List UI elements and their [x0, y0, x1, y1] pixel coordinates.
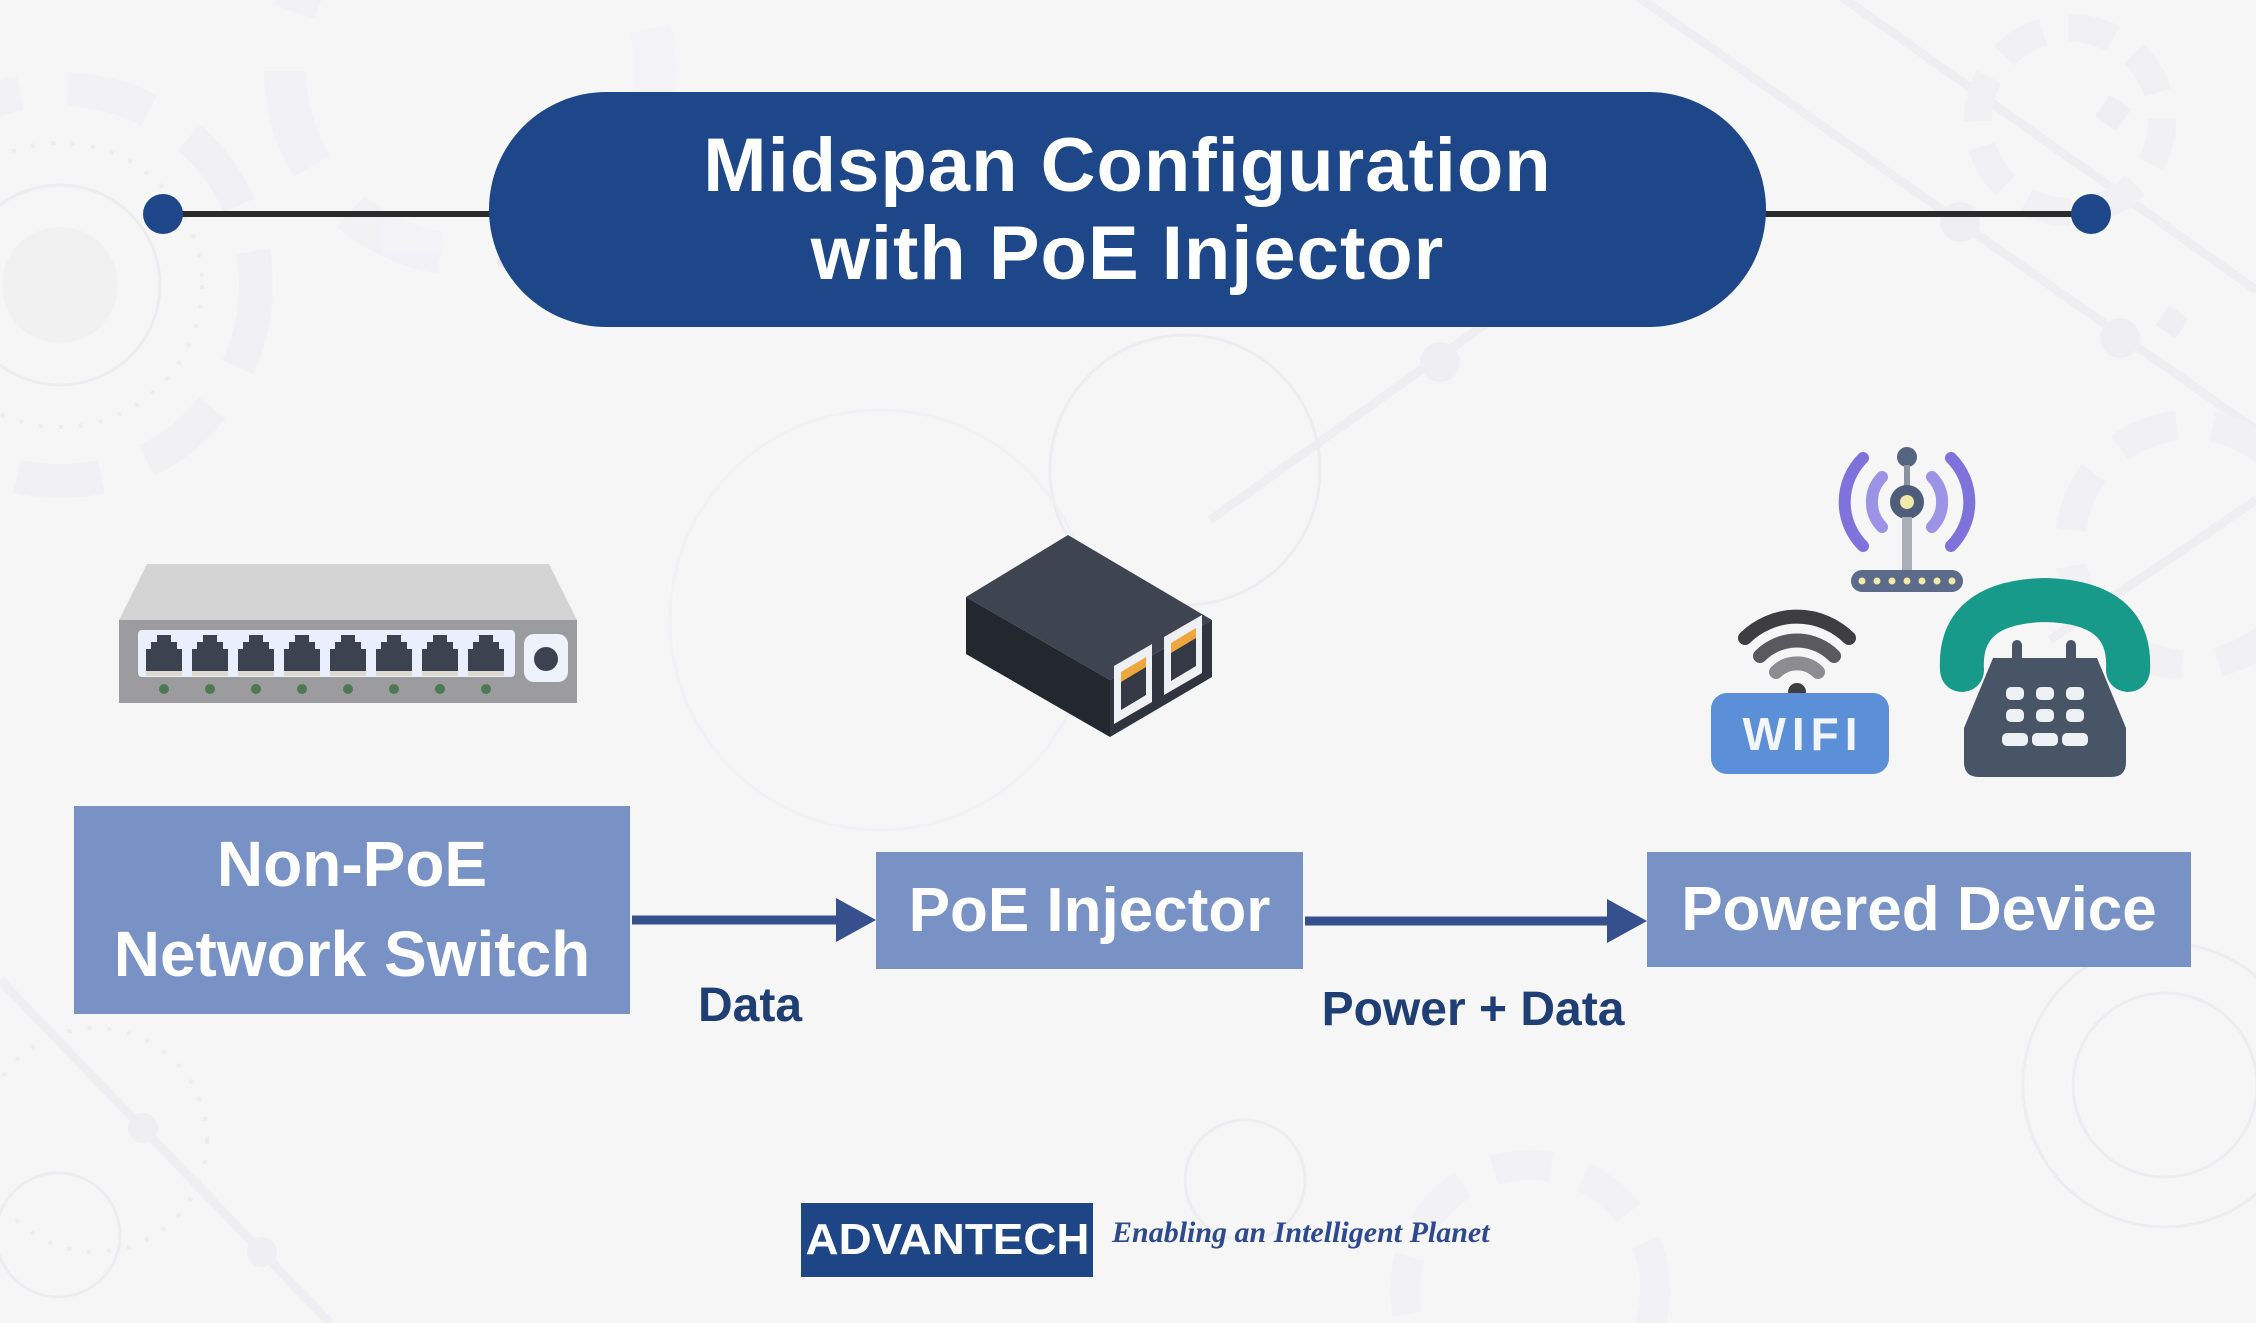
phone-keypad: [2002, 687, 2088, 746]
wifi-badge-label: WIFI: [1742, 707, 1864, 760]
connector-left-dot: [143, 194, 183, 234]
switch-led-lights: [159, 684, 491, 694]
connector-right-dot: [2071, 194, 2111, 234]
node-label: Network Switch: [113, 918, 591, 990]
node-label: Powered Device: [1681, 875, 2157, 944]
switch-power-button: [524, 634, 568, 682]
arrow-power-data: [1305, 899, 1647, 943]
telephone-icon: [1939, 577, 2151, 777]
advantech-logo-text: ADVANTECH: [805, 1215, 1089, 1264]
injector-port-1: [1114, 644, 1152, 724]
wifi-badge: WIFI: [1711, 693, 1889, 774]
title-banner: Midspan Configuration with PoE Injector: [489, 92, 1766, 327]
rj45-ports: [146, 635, 504, 676]
node-poe-injector: PoE Injector: [876, 852, 1303, 969]
antenna-icon: [1838, 447, 1976, 592]
node-non-poe-switch: Non-PoE Network Switch: [74, 806, 630, 1014]
node-label: PoE Injector: [908, 876, 1271, 945]
node-powered-device: Powered Device: [1647, 852, 2191, 967]
network-switch-illustration: [119, 564, 577, 703]
connection-label-data: Data: [697, 979, 803, 1032]
connection-label-power-data: Power + Data: [1321, 983, 1625, 1036]
node-label: Non-PoE: [216, 828, 488, 901]
advantech-logo: ADVANTECH: [801, 1203, 1093, 1277]
poe-injector-illustration: [966, 535, 1212, 737]
title-line-2: with PoE Injector: [810, 210, 1445, 296]
arrow-data: [632, 898, 876, 942]
wifi-icon: [1738, 609, 1856, 701]
title-line-1: Midspan Configuration: [703, 123, 1552, 209]
brand-tagline: Enabling an Intelligent Planet: [1112, 1216, 1490, 1249]
injector-port-2: [1164, 615, 1202, 695]
